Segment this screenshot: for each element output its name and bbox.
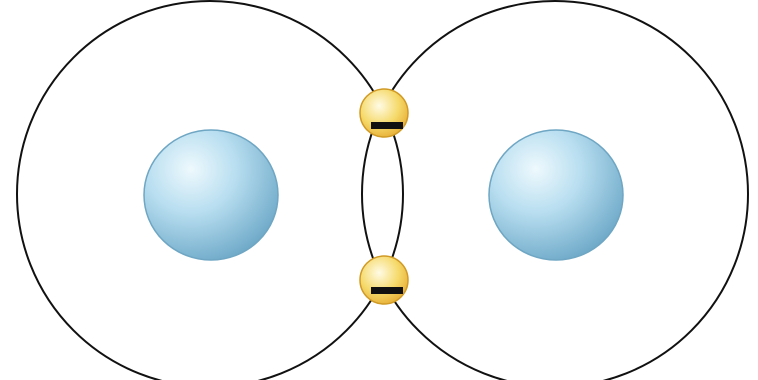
- electron-top: [360, 89, 408, 137]
- shared-electrons: [360, 89, 408, 304]
- electron-bottom: [360, 256, 408, 304]
- minus-sign-bottom-icon: [371, 287, 403, 294]
- left-nucleus: [144, 130, 278, 260]
- nuclei: [144, 130, 623, 260]
- electron-bottom-sphere: [360, 256, 408, 304]
- minus-sign-top-icon: [371, 122, 403, 129]
- right-nucleus: [489, 130, 623, 260]
- orbit-shells: [17, 1, 748, 380]
- electron-top-sphere: [360, 89, 408, 137]
